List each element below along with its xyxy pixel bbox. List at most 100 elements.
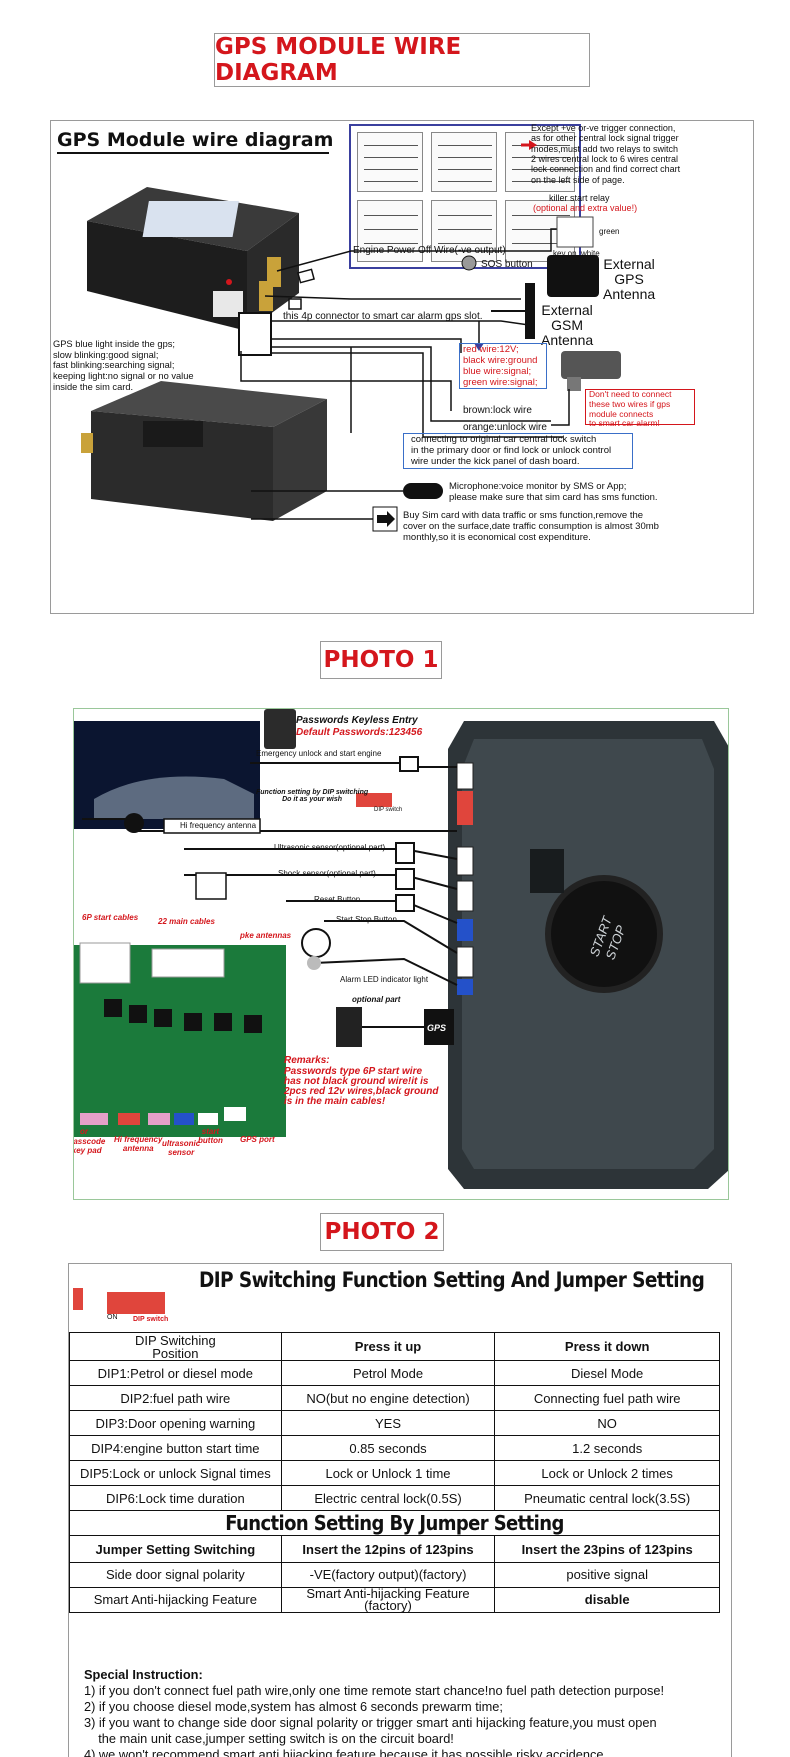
instruction-line: 4) we won't recommend smart anti hijacki… bbox=[84, 1747, 608, 1757]
jumper-row: Side door signal polarity-VE(factory out… bbox=[69, 1562, 720, 1588]
jumper-row-feature: Side door signal polarity bbox=[69, 1562, 282, 1588]
gps-antenna-label: External GPS Antenna bbox=[603, 256, 656, 302]
dip-row-down-value: Diesel Mode bbox=[494, 1360, 720, 1386]
led-light-label: Alarm LED indicator light bbox=[340, 975, 429, 984]
emergency-label: Emergency unlock and start engine bbox=[256, 749, 382, 758]
dip-row-position: DIP1:Petrol or diesel mode bbox=[69, 1360, 282, 1386]
reset-label: Reset Button bbox=[314, 895, 361, 904]
start-stop-button-label: Start Stop Button bbox=[336, 915, 397, 924]
remarks-text: Passwords type 6P start wire has not bla… bbox=[284, 1066, 439, 1107]
dip-row-position: DIP2:fuel path wire bbox=[69, 1385, 282, 1411]
shock-label: Shock sensor(optional part) bbox=[278, 869, 376, 878]
dip-switch-small-label: DIP switch bbox=[374, 807, 403, 813]
dont-connect-note: Don't need to connect these two wires if… bbox=[589, 389, 672, 429]
dip-table-title: DIP Switching Function Setting And Jumpe… bbox=[199, 1268, 705, 1293]
instruction-line: 3) if you want to change side door signa… bbox=[84, 1715, 657, 1730]
dip-row-down-value: NO bbox=[494, 1410, 720, 1436]
alarm-wiring-art bbox=[74, 709, 728, 1189]
board-label-ultrasonic: ultrasonic sensor bbox=[162, 1139, 201, 1157]
sos-button-label: SOS button bbox=[481, 259, 533, 270]
dip-row-up-value: Petrol Mode bbox=[280, 1360, 496, 1386]
jumper-header-23pins: Insert the 23pins of 123pins bbox=[494, 1535, 720, 1563]
jumper-header-switching: Jumper Setting Switching bbox=[69, 1535, 282, 1563]
alarm-wiring-photo: Passwords Keyless Entry Default Password… bbox=[73, 708, 729, 1200]
ultrasonic-label: Ultrasonic sensor(optional part) bbox=[274, 843, 386, 852]
main-title: GPS MODULE WIRE DIAGRAM bbox=[214, 33, 590, 87]
board-label-passcode: Passcode key pad bbox=[73, 1137, 106, 1155]
dip-row-down-value: Connecting fuel path wire bbox=[494, 1385, 720, 1411]
dip-table: DIP Switching Position Press it up Press… bbox=[69, 1332, 720, 1613]
jumper-row-feature: Smart Anti-hijacking Feature bbox=[69, 1587, 282, 1613]
orange-wire-label: orange:unlock wire bbox=[463, 422, 547, 433]
dip-row-position: DIP3:Door opening warning bbox=[69, 1410, 282, 1436]
gps-wiring-lines bbox=[81, 140, 621, 532]
gsm-antenna-label: External GSM Antenna bbox=[541, 302, 594, 348]
instructions-title: Special Instruction: bbox=[84, 1667, 203, 1682]
keypad-password: Default Passwords:123456 bbox=[296, 727, 423, 738]
pke-label: pke antennas bbox=[240, 931, 292, 940]
jumper-row-23pins-value: positive signal bbox=[494, 1562, 720, 1588]
dip-row-position: DIP5:Lock or unlock Signal times bbox=[69, 1460, 282, 1486]
killer-relay-label: killer start relay bbox=[549, 193, 610, 203]
sim-card-note: Buy Sim card with data traffic or sms fu… bbox=[403, 510, 659, 543]
dip-function-label: Function setting by DIP switching Do it … bbox=[256, 789, 369, 803]
dip-row-up-value: 0.85 seconds bbox=[280, 1435, 496, 1461]
dip-row-position: DIP6:Lock time duration bbox=[69, 1485, 282, 1511]
dip-switch-label: DIP switch bbox=[133, 1316, 169, 1323]
dip-header-position: DIP Switching Position bbox=[69, 1332, 282, 1361]
dip-header-down: Press it down bbox=[494, 1332, 720, 1361]
board-label-hf: Hi frequency antenna bbox=[114, 1135, 163, 1153]
optional-part-label: optional part bbox=[352, 995, 401, 1004]
connector-4p-label: this 4p connector to smart car alarm gps… bbox=[283, 311, 483, 322]
main-cables-label: 22 main cables bbox=[158, 917, 215, 926]
keypad-title: Passwords Keyless Entry bbox=[296, 715, 418, 726]
gps-label: GPS bbox=[427, 1023, 447, 1033]
dip-row-up-value: Lock or Unlock 1 time bbox=[280, 1460, 496, 1486]
relay-green-label: green bbox=[599, 227, 620, 236]
central-lock-note: connecting to original car central lock … bbox=[411, 434, 612, 467]
dip-row-down-value: Pneumatic central lock(3.5S) bbox=[494, 1485, 720, 1511]
board-label-or: or bbox=[80, 1127, 88, 1136]
dip-header-up: Press it up bbox=[280, 1332, 496, 1361]
special-instructions: Special Instruction: 1) if you don't con… bbox=[84, 1667, 664, 1757]
board-label-start: start button bbox=[198, 1127, 223, 1145]
photo1-title: PHOTO 1 bbox=[320, 641, 442, 679]
dip-row-down-value: Lock or Unlock 2 times bbox=[494, 1460, 720, 1486]
board-label-gps: GPS port bbox=[240, 1135, 275, 1144]
dip-toggle-icon bbox=[73, 1288, 83, 1310]
dip-on-label: ON bbox=[107, 1314, 118, 1321]
dip-setting-sheet: DIP Switching Function Setting And Jumpe… bbox=[68, 1263, 732, 1757]
trigger-note: Except +ve or-ve trigger connection, as … bbox=[531, 123, 681, 185]
relay-key-label: key on :white bbox=[553, 249, 600, 258]
photo2-title: PHOTO 2 bbox=[320, 1213, 444, 1251]
remarks-title: Remarks: bbox=[284, 1055, 330, 1066]
engine-power-off-label: Engine Power Off Wire(-ve output) bbox=[353, 245, 506, 256]
killer-relay-note: (optional and extra value!) bbox=[533, 203, 638, 213]
instruction-line: 2) if you choose diesel mode,system has … bbox=[84, 1699, 503, 1714]
gps-wire-diagram: GPS Module wire diagram bbox=[50, 120, 754, 614]
dip-row-up-value: NO(but no engine detection) bbox=[280, 1385, 496, 1411]
brown-wire-label: brown:lock wire bbox=[463, 405, 532, 416]
wire-colors-note: red wire:12V; black wire:ground blue wir… bbox=[463, 344, 538, 388]
dip-row-down-value: 1.2 seconds bbox=[494, 1435, 720, 1461]
jumper-table-title: Function Setting By Jumper Setting bbox=[225, 1510, 564, 1536]
diagram-title: GPS Module wire diagram bbox=[57, 129, 334, 151]
jumper-row-23pins-value: disable bbox=[494, 1587, 720, 1613]
instruction-line: 1) if you don't connect fuel path wire,o… bbox=[84, 1683, 665, 1698]
hf-antenna-label: Hi frequency antenna bbox=[180, 821, 257, 830]
dip-row-up-value: YES bbox=[280, 1410, 496, 1436]
jumper-row-12pins-value: Smart Anti-hijacking Feature (factory) bbox=[280, 1587, 496, 1613]
jumper-header-12pins: Insert the 12pins of 123pins bbox=[280, 1535, 496, 1563]
dip-row-up-value: Electric central lock(0.5S) bbox=[280, 1485, 496, 1511]
instruction-line: the main unit case,jumper setting switch… bbox=[84, 1731, 454, 1746]
dip-switch-icon bbox=[107, 1292, 165, 1314]
jumper-row-12pins-value: -VE(factory output)(factory) bbox=[280, 1562, 496, 1588]
six-p-label: 6P start cables bbox=[82, 913, 139, 922]
led-status-note: GPS blue light inside the gps; slow blin… bbox=[53, 339, 194, 392]
dip-row-position: DIP4:engine button start time bbox=[69, 1435, 282, 1461]
